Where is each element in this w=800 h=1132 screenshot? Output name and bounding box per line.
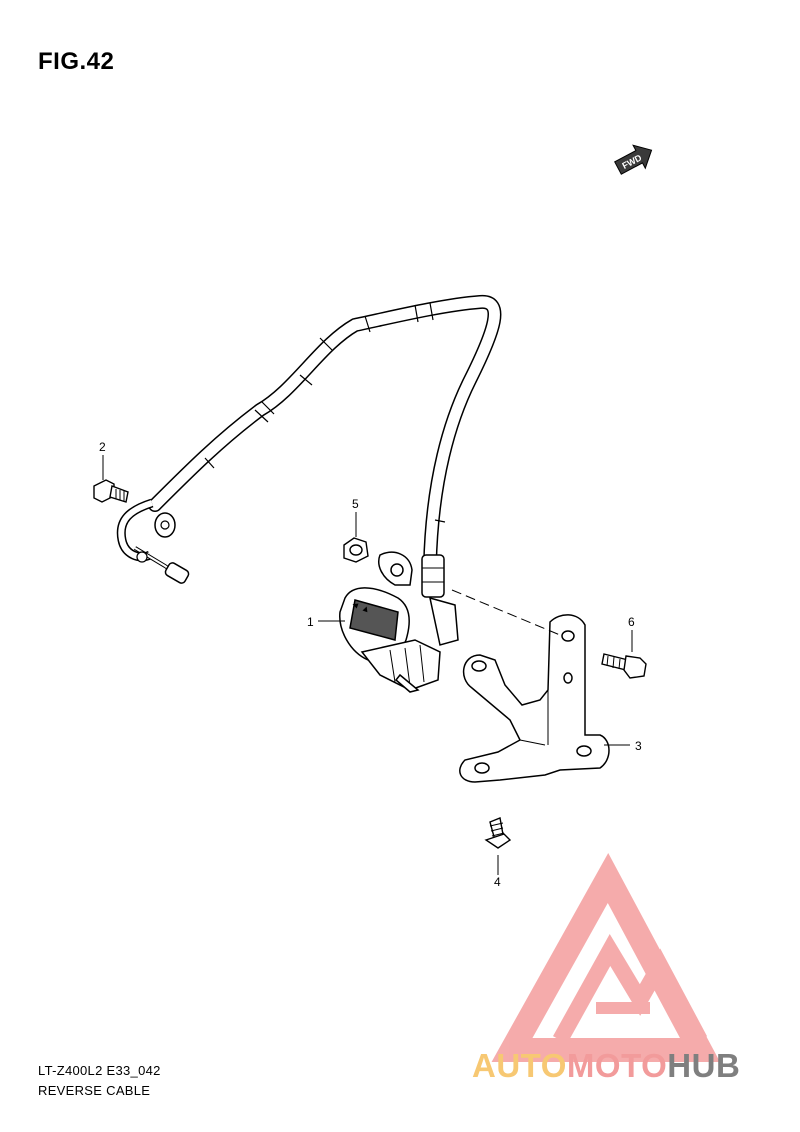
bolt-part-6: [601, 653, 647, 679]
callout-5: 5: [352, 497, 359, 511]
screw-part-4: [484, 817, 512, 849]
assembly-line: [451, 589, 561, 636]
watermark-moto: MOTO: [566, 1047, 668, 1084]
bolt-part-2: [93, 479, 129, 503]
watermark-auto: AUTO: [472, 1047, 567, 1084]
part-name: REVERSE CABLE: [38, 1083, 151, 1098]
model-code: LT-Z400L2 E33_042: [38, 1063, 161, 1078]
figure-title: FIG.42: [38, 48, 115, 75]
callout-leaders: [102, 455, 633, 875]
callout-3: 3: [635, 739, 642, 753]
fwd-arrow-icon: FWD: [614, 144, 653, 175]
watermark-logo-icon: [491, 852, 721, 1062]
callout-1: 1: [307, 615, 314, 629]
watermark-text: AUTOMOTOHUB: [472, 1047, 740, 1085]
reverse-switch-bracket: [459, 614, 610, 783]
callout-6: 6: [628, 615, 635, 629]
watermark-hub: HUB: [667, 1047, 741, 1084]
callout-2: 2: [99, 440, 106, 454]
nut-part-5: [343, 537, 369, 563]
callout-4: 4: [494, 875, 501, 889]
reverse-switch: ◄ ▲: [339, 551, 459, 693]
reverse-cable: [116, 295, 502, 598]
